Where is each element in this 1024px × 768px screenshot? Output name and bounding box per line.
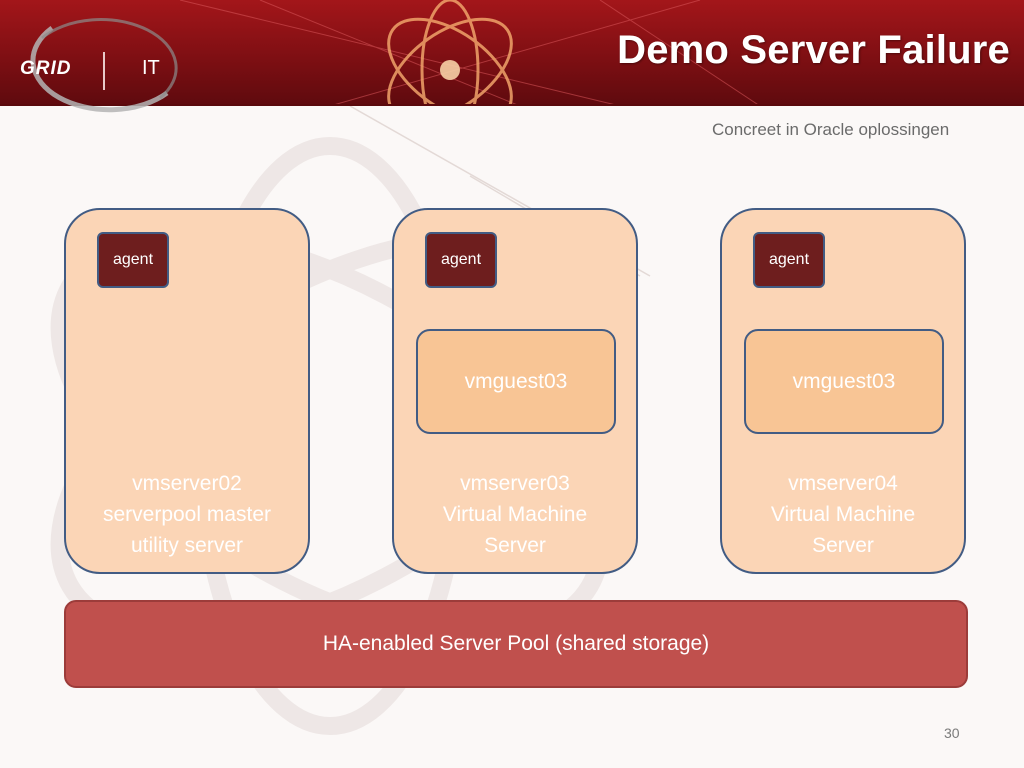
server-role: Server [812, 534, 874, 557]
server-label: vmserver02 serverpool master utility ser… [66, 468, 308, 561]
company-logo [12, 18, 182, 123]
vmguest-box: vmguest03 [744, 329, 944, 434]
server-label: vmserver04 Virtual Machine Server [722, 468, 964, 561]
server-box-vmserver03: agent vmguest03 vmserver03 Virtual Machi… [392, 208, 638, 574]
header-rule [0, 104, 1024, 106]
vmguest-box: vmguest03 [416, 329, 616, 434]
server-name: vmserver02 [132, 472, 242, 495]
server-box-vmserver04: agent vmguest03 vmserver04 Virtual Machi… [720, 208, 966, 574]
server-name: vmserver04 [788, 472, 898, 495]
agent-box: agent [753, 232, 825, 288]
server-role: Server [484, 534, 546, 557]
slide-subtitle: Concreet in Oracle oplossingen [712, 120, 950, 139]
server-role: utility server [130, 534, 244, 557]
logo-grid-text: GRID [20, 58, 72, 79]
server-name: vmserver03 [460, 472, 570, 495]
logo-divider [103, 52, 105, 90]
server-pool-box: HA-enabled Server Pool (shared storage) [64, 600, 968, 688]
server-box-vmserver02: agent vmserver02 serverpool master utili… [64, 208, 310, 574]
agent-box: agent [425, 232, 497, 288]
page-number: 30 [944, 725, 960, 741]
server-role: serverpool master [102, 503, 272, 526]
agent-box: agent [97, 232, 169, 288]
header-decoration [179, 0, 761, 106]
server-label: vmserver03 Virtual Machine Server [394, 468, 636, 561]
server-role: Virtual Machine [770, 503, 916, 526]
server-role: Virtual Machine [442, 503, 588, 526]
slide-title: Demo Server Failure [617, 28, 1010, 72]
logo-ring-icon [30, 18, 178, 113]
logo-it-text: IT [142, 57, 160, 79]
